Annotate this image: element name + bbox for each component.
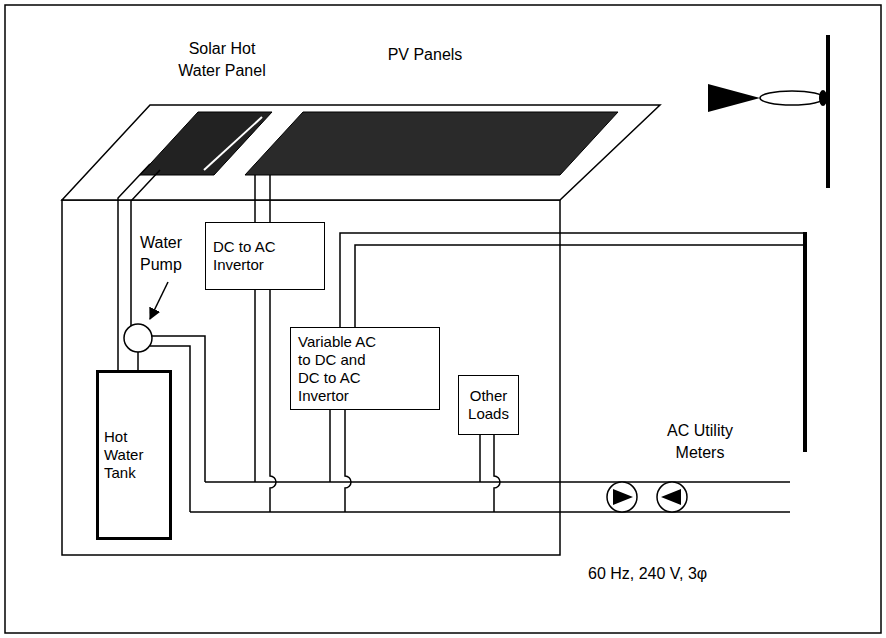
label-text: 60 Hz, 240 V, 3φ [588,563,707,585]
bus-wire [329,405,331,482]
turbine-nacelle [760,91,824,105]
invertor-box: Variable AC to DC and DC to AC Invertor [290,327,440,410]
box-label: Hot Water Tank [104,428,160,482]
turbine-wire [355,245,805,330]
bus-wire-hop [494,435,500,512]
pump-label: Water Pump [140,232,200,276]
ac-bus [205,481,790,483]
panel-label: Solar Hot Water Panel [172,38,272,82]
box-label: DC to AC Invertor [213,238,293,274]
box-label: Other Loads [464,387,514,423]
turbine-pole [803,232,807,452]
turbine-wire [340,233,805,330]
pv-panels [245,112,618,175]
bus-wire [254,290,256,482]
box-text-block: Hot Water Tank [104,428,160,482]
bus-wire-hop [345,405,351,512]
meter-arrow [661,489,681,505]
pv-wire [254,175,256,222]
tank-box: Hot Water Tank [96,370,172,540]
meter-arrow [613,489,633,505]
box-label: Variable AC to DC and DC to AC Invertor [298,333,384,405]
load-box: Other Loads [458,375,519,435]
panel-highlight [204,117,262,170]
utility-meter [607,482,637,512]
invertor-box: DC to AC Invertor [205,222,325,290]
box-text-block: Variable AC to DC and DC to AC Invertor [298,333,384,405]
leader-arrow [150,282,168,319]
solar-hot-water-panel [140,112,272,175]
turbine-hub [819,90,827,106]
supply-rating: 60 Hz, 240 V, 3φ [588,563,707,585]
house-wall [62,200,560,555]
meter-label: AC Utility Meters [650,420,750,464]
bus-wire-hop [270,290,276,512]
water-pump-symbol [124,324,152,352]
box-text-block: DC to AC Invertor [213,238,293,274]
ac-bus [190,511,790,513]
house-roof [62,105,660,200]
label-text: Water Pump [140,232,200,276]
turbine-tail [708,84,760,112]
label-text: PV Panels [370,44,480,66]
turbine-blade [826,35,830,188]
label-text: Solar Hot Water Panel [172,38,272,82]
pv-wire [269,175,271,222]
box-text-block: Other Loads [464,387,514,423]
pump-pipe [137,352,139,370]
panel-label: PV Panels [370,44,480,66]
label-text: AC Utility Meters [650,420,750,464]
bus-wire [479,435,481,482]
outer-frame [5,5,881,633]
utility-meter [657,482,687,512]
